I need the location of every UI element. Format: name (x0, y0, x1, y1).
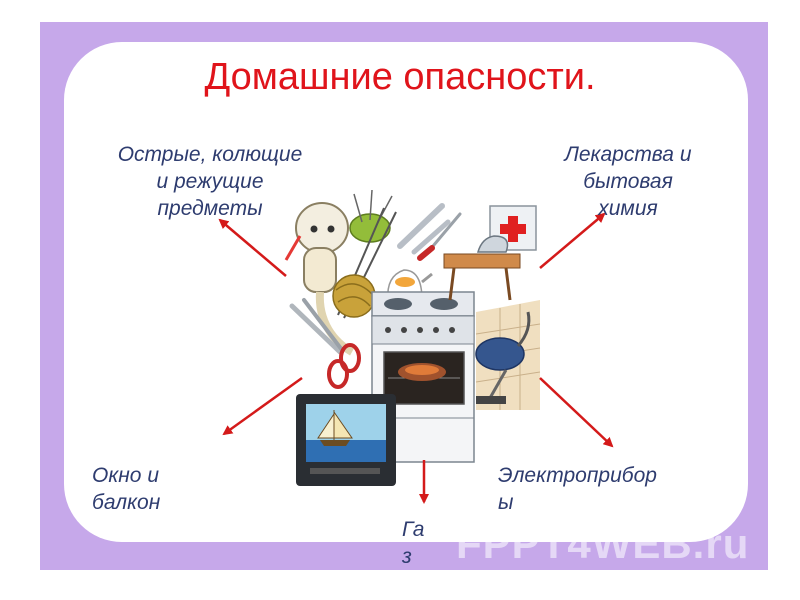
label-line: ы (498, 491, 514, 514)
gas-stove-icon (371, 291, 475, 463)
vacuum-cleaner-icon (475, 311, 531, 404)
ironing-table-icon (443, 253, 521, 301)
arrow-to-electrical (539, 377, 614, 448)
arrow-to-chemicals (539, 212, 606, 269)
label-line: химия (598, 197, 658, 220)
label-line: бытовая (583, 170, 673, 193)
label-medicines-chemicals: Лекарства и бытовая химия (538, 141, 718, 222)
arrow-to-sharp-objects (218, 218, 287, 277)
label-line: Острые, колющие (117, 143, 303, 166)
scissors-icon (289, 298, 361, 389)
label-line: з (402, 545, 412, 568)
label-line: Га (402, 518, 425, 541)
label-line: Окно и (92, 464, 159, 487)
label-line: Лекарства и (564, 143, 692, 166)
label-line: и режущие (156, 170, 264, 193)
label-sharp-objects: Острые, колющие и режущие предметы (84, 141, 336, 222)
knives-icon (397, 203, 462, 261)
yarn-ball-icon (332, 274, 376, 318)
iron-icon (477, 235, 509, 253)
socket-icon (284, 202, 349, 261)
label-line: Электроприбор (498, 464, 657, 487)
label-line: балкон (92, 491, 161, 514)
watermark: FPPT4WEB.ru (456, 520, 750, 567)
label-gas: Га з (402, 516, 432, 570)
label-line: предметы (157, 197, 263, 220)
label-window-balcony: Окно и балкон (92, 462, 192, 516)
slide-title: Домашние опасности. (204, 56, 596, 98)
arrow-to-window-balcony (222, 376, 303, 436)
tv-icon (296, 394, 396, 486)
label-electrical-appliances: Электроприбор ы (498, 462, 718, 516)
